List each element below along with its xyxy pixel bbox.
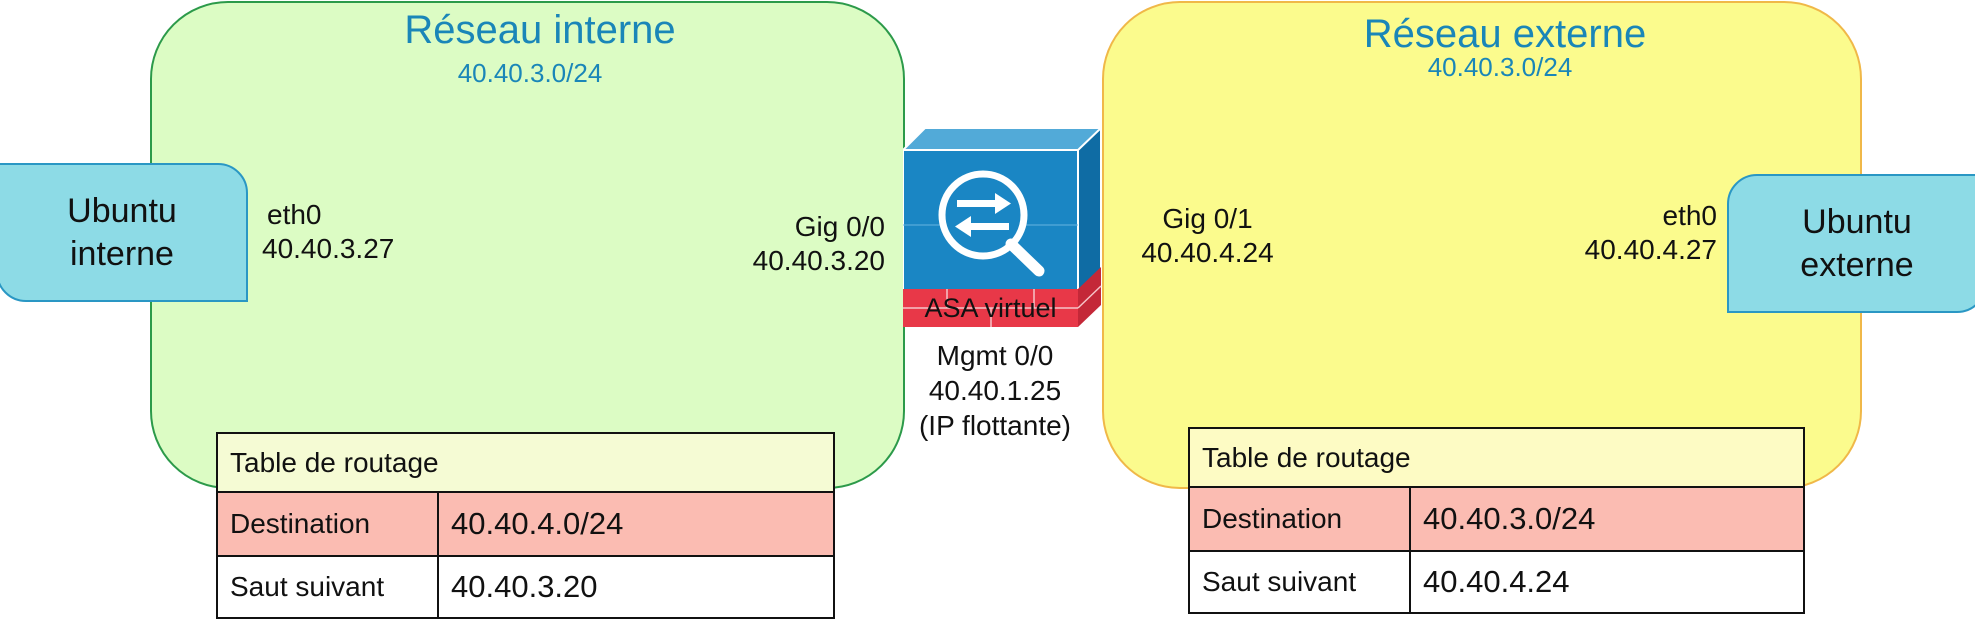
next-hop-label: Saut suivant <box>1188 550 1411 614</box>
ubuntu-external-host: Ubuntu externe <box>1727 174 1975 313</box>
ubuntu-internal-host: Ubuntu interne <box>0 163 248 302</box>
table-row: Saut suivant 40.40.4.24 <box>1188 550 1805 614</box>
destination-label: Destination <box>1188 486 1411 552</box>
host-label-line2: externe <box>1800 245 1914 284</box>
mgmt-interface-name: Mgmt 0/0 <box>936 340 1054 371</box>
table-row: Saut suivant 40.40.3.20 <box>216 555 835 619</box>
host-label-line1: Ubuntu <box>1802 203 1912 241</box>
asa-label: ASA virtuel <box>924 293 1057 323</box>
next-hop-label: Saut suivant <box>216 555 439 619</box>
destination-value: 40.40.4.0/24 <box>437 491 835 557</box>
host-label-line1: Ubuntu <box>67 192 177 230</box>
internal-network-zone <box>150 1 905 489</box>
mgmt-interface-note: (IP flottante) <box>918 410 1071 441</box>
asa-outside-interface: Gig 0/1 40.40.4.24 <box>1115 202 1300 270</box>
next-hop-value: 40.40.4.24 <box>1409 550 1805 614</box>
asa-management-interface: Mgmt 0/0 40.40.1.25 (IP flottante) <box>880 338 1110 443</box>
external-host-interface: eth0 40.40.4.27 <box>1540 199 1717 267</box>
destination-value: 40.40.3.0/24 <box>1409 486 1805 552</box>
internal-host-interface: eth0 40.40.3.27 <box>262 198 394 266</box>
internal-routing-table: Table de routage Destination 40.40.4.0/2… <box>216 432 835 619</box>
asa-inside-interface: Gig 0/0 40.40.3.20 <box>700 210 885 278</box>
routing-table-title: Table de routage <box>1188 427 1805 488</box>
interface-ip: 40.40.3.27 <box>262 233 395 264</box>
external-network-subnet: 40.40.3.0/24 <box>1427 52 1573 82</box>
interface-name: eth0 <box>267 199 322 230</box>
mgmt-interface-ip: 40.40.1.25 <box>928 375 1062 406</box>
table-row: Destination 40.40.4.0/24 <box>216 491 835 557</box>
next-hop-value: 40.40.3.20 <box>437 555 835 619</box>
interface-name: Gig 0/1 <box>1162 203 1253 234</box>
interface-name: Gig 0/0 <box>794 211 885 242</box>
host-label-line2: interne <box>70 234 174 273</box>
external-network-title: Réseau externe <box>1363 12 1647 56</box>
routing-table-title: Table de routage <box>216 432 835 493</box>
table-row: Destination 40.40.3.0/24 <box>1188 486 1805 552</box>
interface-name: eth0 <box>1662 200 1718 231</box>
interface-ip: 40.40.3.20 <box>752 245 885 276</box>
interface-ip: 40.40.4.27 <box>1584 234 1717 265</box>
asa-firewall-icon <box>903 125 1102 330</box>
external-routing-table: Table de routage Destination 40.40.3.0/2… <box>1188 427 1805 614</box>
destination-label: Destination <box>216 491 439 557</box>
internal-network-title: Réseau interne <box>404 8 676 52</box>
internal-network-subnet: 40.40.3.0/24 <box>457 58 603 88</box>
interface-ip: 40.40.4.24 <box>1141 237 1274 268</box>
